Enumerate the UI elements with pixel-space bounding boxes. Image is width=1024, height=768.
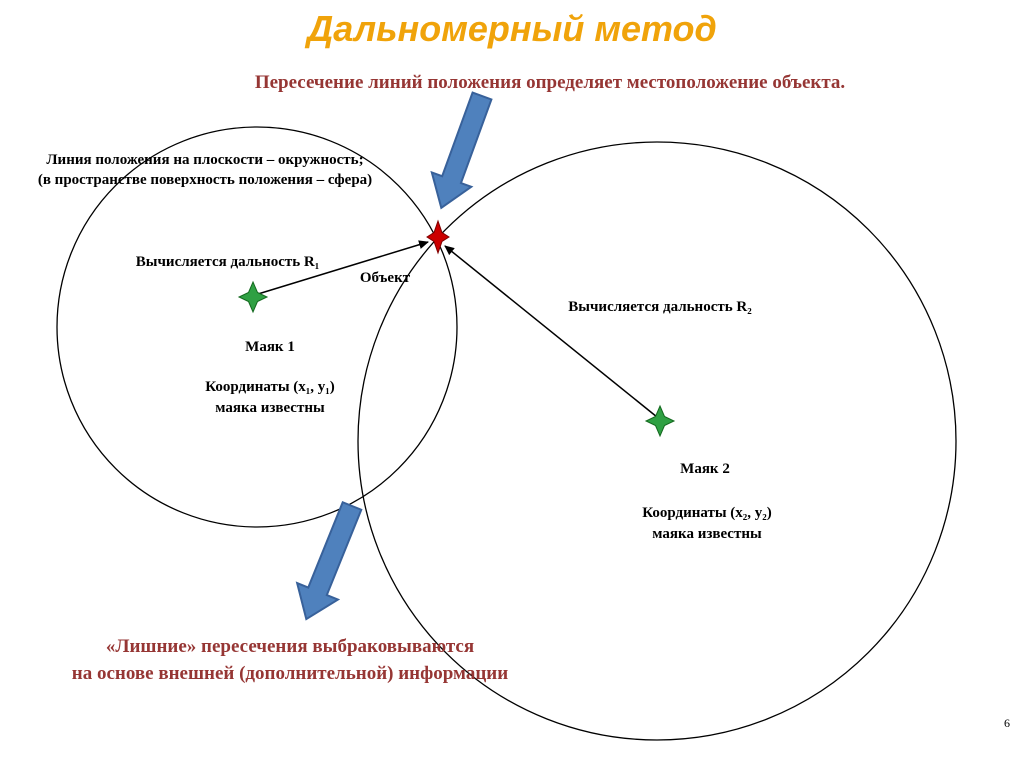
- beacon2-coordinates: Координаты (x₂, y₂) маяка известны: [612, 503, 802, 545]
- label-range-r1: Вычисляется дальность R₁: [135, 254, 320, 270]
- label-beacon1: Маяк 1: [245, 339, 295, 355]
- beacon2-coords-line1: Координаты (x₂, y₂): [642, 505, 772, 521]
- range-line-r1: [257, 240, 429, 295]
- beacon2-coords-line2: маяка известны: [652, 526, 762, 542]
- bottom-note-line2: на основе внешней (дополнительной) инфор…: [71, 663, 509, 684]
- bottom-note-line1: «Лишние» пересечения выбраковываются: [105, 636, 475, 657]
- info-line-of-position: Линия положения на плоскости – окружност…: [5, 150, 405, 190]
- beacon1-coords-line1: Координаты (x₁, y₁): [205, 379, 335, 395]
- info-line-1: Линия положения на плоскости – окружност…: [46, 152, 364, 168]
- object-star-icon: [426, 219, 450, 255]
- label-range-r2: Вычисляется дальность R₂: [568, 299, 752, 315]
- slide-title: Дальномерный метод: [307, 8, 717, 49]
- range-line-r2: [444, 245, 658, 418]
- info-line-2: (в пространстве поверхность положения – …: [37, 172, 373, 188]
- label-object: Объект: [359, 270, 411, 286]
- position-circle-2: [357, 141, 957, 741]
- page-number: 6: [1004, 716, 1010, 730]
- label-beacon2: Маяк 2: [680, 461, 730, 477]
- beacon1-star-icon: [237, 280, 269, 314]
- beacon2-star-icon: [644, 404, 676, 438]
- beacon1-coordinates: Координаты (x₁, y₁) маяка известны: [175, 377, 365, 419]
- bottom-note: «Лишние» пересечения выбраковываются на …: [10, 633, 570, 687]
- pointer-arrow-bottom-icon: [295, 500, 363, 621]
- subtitle: Пересечение линий положения определяет м…: [254, 72, 846, 93]
- pointer-arrow-top-icon: [430, 91, 493, 210]
- position-circle-1: [56, 126, 458, 528]
- beacon1-coords-line2: маяка известны: [215, 400, 325, 416]
